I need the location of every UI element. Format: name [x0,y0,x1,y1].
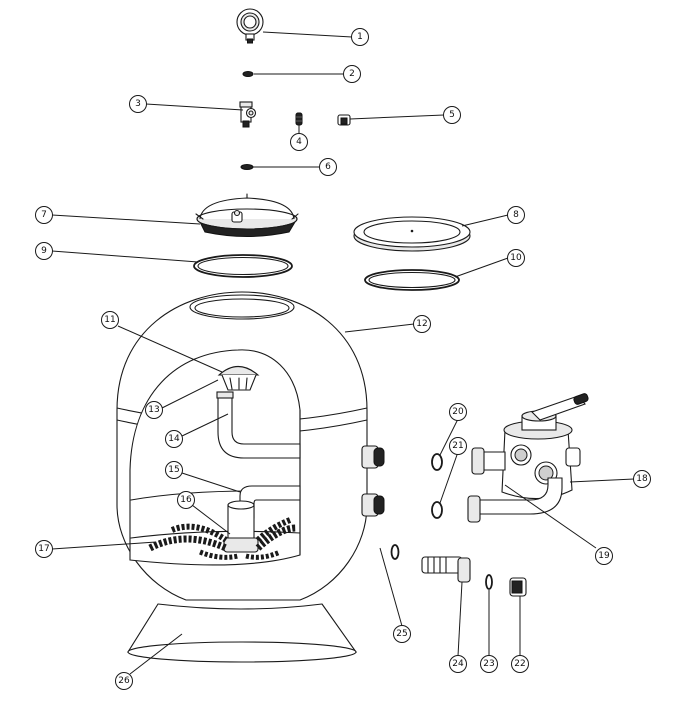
callout-3: 3 [129,95,147,113]
callout-label: 5 [449,110,455,120]
part-top-diffuser [217,365,260,391]
callout-8: 8 [507,206,525,224]
callout-26: 26 [115,672,133,690]
callout-label: 25 [396,629,407,639]
callout-10: 10 [507,249,525,267]
callout-1: 1 [351,28,369,46]
part-drain-cap [509,577,527,597]
callout-18: 18 [633,470,651,488]
part-central-hub [223,500,259,553]
callout-label: 1 [357,32,363,42]
callout-label: 24 [452,659,464,669]
callout-label: 16 [180,495,192,505]
part-air-release-valve [337,114,351,126]
part-elbow-fitting [239,101,257,128]
callout-label: 7 [41,210,47,220]
callout-19: 19 [595,547,613,565]
callout-label: 4 [296,137,302,147]
callout-4: 4 [290,133,308,151]
part-union-connectors [467,447,563,523]
part-closure-lid [195,193,299,237]
callout-label: 2 [349,69,355,79]
callout-label: 22 [514,659,525,669]
callout-2: 2 [343,65,361,83]
part-small-o-ring-top [242,71,254,77]
callout-label: 10 [510,253,522,263]
part-o-ring-23 [485,574,493,590]
callout-label: 18 [636,474,648,484]
callout-14: 14 [165,430,183,448]
callout-20: 20 [449,403,467,421]
callout-23: 23 [480,655,498,673]
callout-label: 20 [452,407,464,417]
callout-label: 15 [168,465,179,475]
callout-label: 13 [148,405,159,415]
part-small-plug [295,112,303,126]
callout-label: 11 [104,315,115,325]
part-drain-plug [421,556,471,583]
callout-label: 26 [118,676,130,686]
callout-13: 13 [145,401,163,419]
part-o-ring-20 [431,453,443,471]
callout-label: 21 [452,441,463,451]
leader-lines [51,31,635,675]
callout-label: 6 [325,162,331,172]
callout-label: 14 [168,434,180,444]
callout-22: 22 [511,655,529,673]
callout-label: 8 [513,210,519,220]
callout-label: 12 [416,319,427,329]
callout-label: 3 [135,99,141,109]
part-o-ring-21 [431,501,443,519]
part-multiport-valve [501,393,589,500]
part-small-o-ring [240,164,254,170]
callout-17: 17 [35,540,53,558]
callout-15: 15 [165,461,183,479]
callout-label: 9 [41,246,47,256]
part-laterals [148,517,297,560]
part-base-stand [127,603,357,663]
callout-24: 24 [449,655,467,673]
part-pressure-gauge [236,8,264,44]
callout-12: 12 [413,315,431,333]
callout-9: 9 [35,242,53,260]
part-lower-pipe [239,485,301,519]
callout-11: 11 [101,311,119,329]
callout-5: 5 [443,106,461,124]
callout-6: 6 [319,158,337,176]
callout-21: 21 [449,437,467,455]
callout-7: 7 [35,206,53,224]
callout-25: 25 [393,625,411,643]
callout-label: 19 [598,551,610,561]
part-upper-pipe [216,391,301,459]
part-lid-ring [353,216,471,252]
callout-16: 16 [177,491,195,509]
part-lid-o-ring [193,254,293,278]
part-large-o-ring [364,269,460,291]
callout-label: 17 [38,544,49,554]
part-o-ring-25 [390,544,400,560]
callout-label: 23 [483,659,494,669]
